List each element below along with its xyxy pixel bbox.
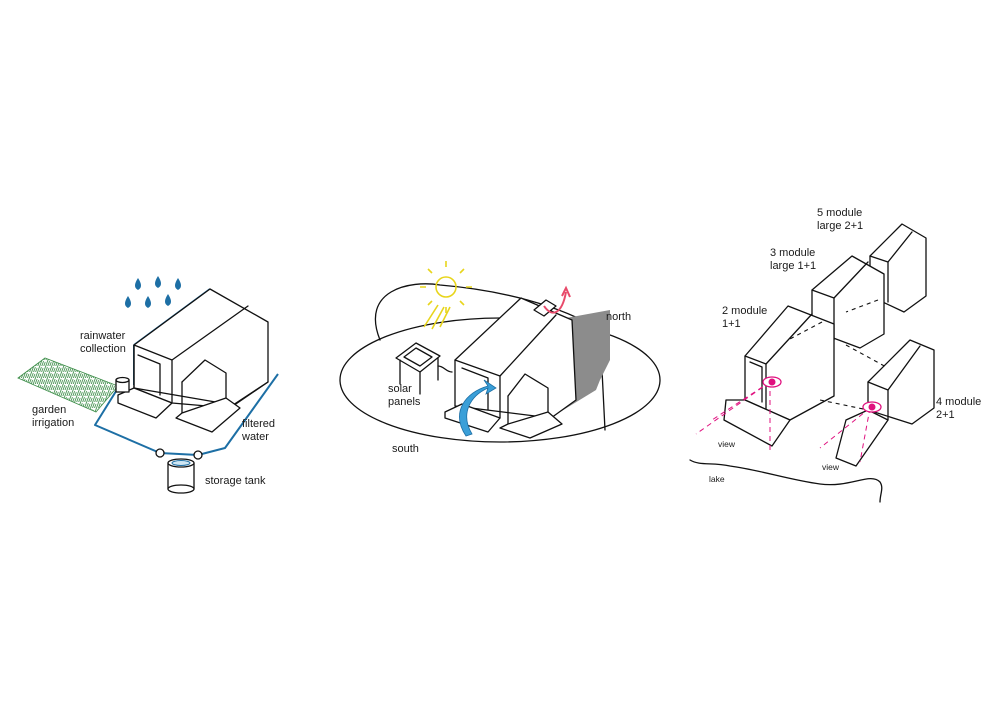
sun-icon [420, 261, 472, 330]
house-water [117, 288, 269, 433]
label-lake: lake [709, 474, 725, 484]
module-4-house [835, 339, 935, 467]
label-south: south [392, 443, 419, 455]
view-lines [695, 381, 871, 463]
pipe-valve-icons [155, 448, 203, 460]
label-view-2: view [822, 462, 840, 472]
view-eye-icons [762, 376, 882, 413]
water-panel: rainwater collection garden irrigation f… [17, 276, 279, 494]
module-2-house [723, 305, 835, 447]
hot-air-arrow-icon [543, 285, 571, 314]
label-4-module: 4 module 2+1 [936, 396, 984, 421]
label-5-module: 5 module large 2+1 [817, 207, 865, 232]
lake-shoreline [689, 459, 883, 503]
sun-panel: solar panels north south [339, 261, 661, 455]
label-garden-irrigation: garden irrigation [32, 404, 74, 429]
label-3-module: 3 module large 1+1 [770, 247, 818, 272]
solar-panel-icon [395, 342, 453, 395]
label-2-module: 2 module 1+1 [722, 305, 770, 330]
rain-drops-icon [125, 276, 181, 308]
module-connection-lines [787, 299, 889, 411]
cool-air-arrow-icon [459, 379, 497, 437]
label-storage-tank: storage tank [205, 475, 266, 487]
label-view-1: view [718, 439, 736, 449]
label-north: north [606, 311, 631, 323]
rain-barrel-icon [115, 376, 130, 393]
sun-path-arc [374, 283, 606, 431]
storage-tank-icon [167, 458, 195, 494]
modules-panel: 5 module large 2+1 3 module large 1+1 2 … [689, 207, 984, 503]
label-filtered-water: filtered water [241, 418, 278, 443]
label-rainwater-collection: rainwater collection [80, 330, 128, 355]
label-solar-panels: solar panels [388, 383, 421, 408]
